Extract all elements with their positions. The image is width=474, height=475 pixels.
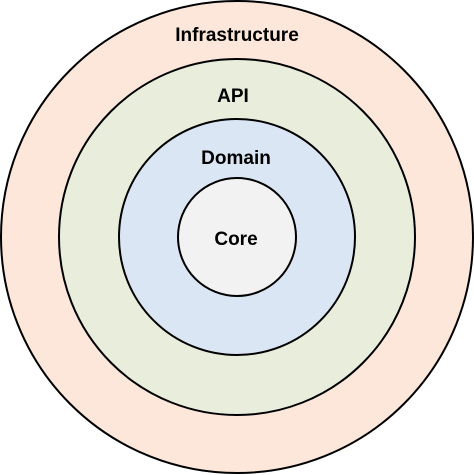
api-layer-label: API xyxy=(217,86,249,107)
infrastructure-layer-label: Infrastructure xyxy=(175,25,299,46)
core-layer-label: Core xyxy=(214,229,257,250)
domain-layer-label: Domain xyxy=(201,148,271,169)
core-layer-circle xyxy=(177,177,297,297)
